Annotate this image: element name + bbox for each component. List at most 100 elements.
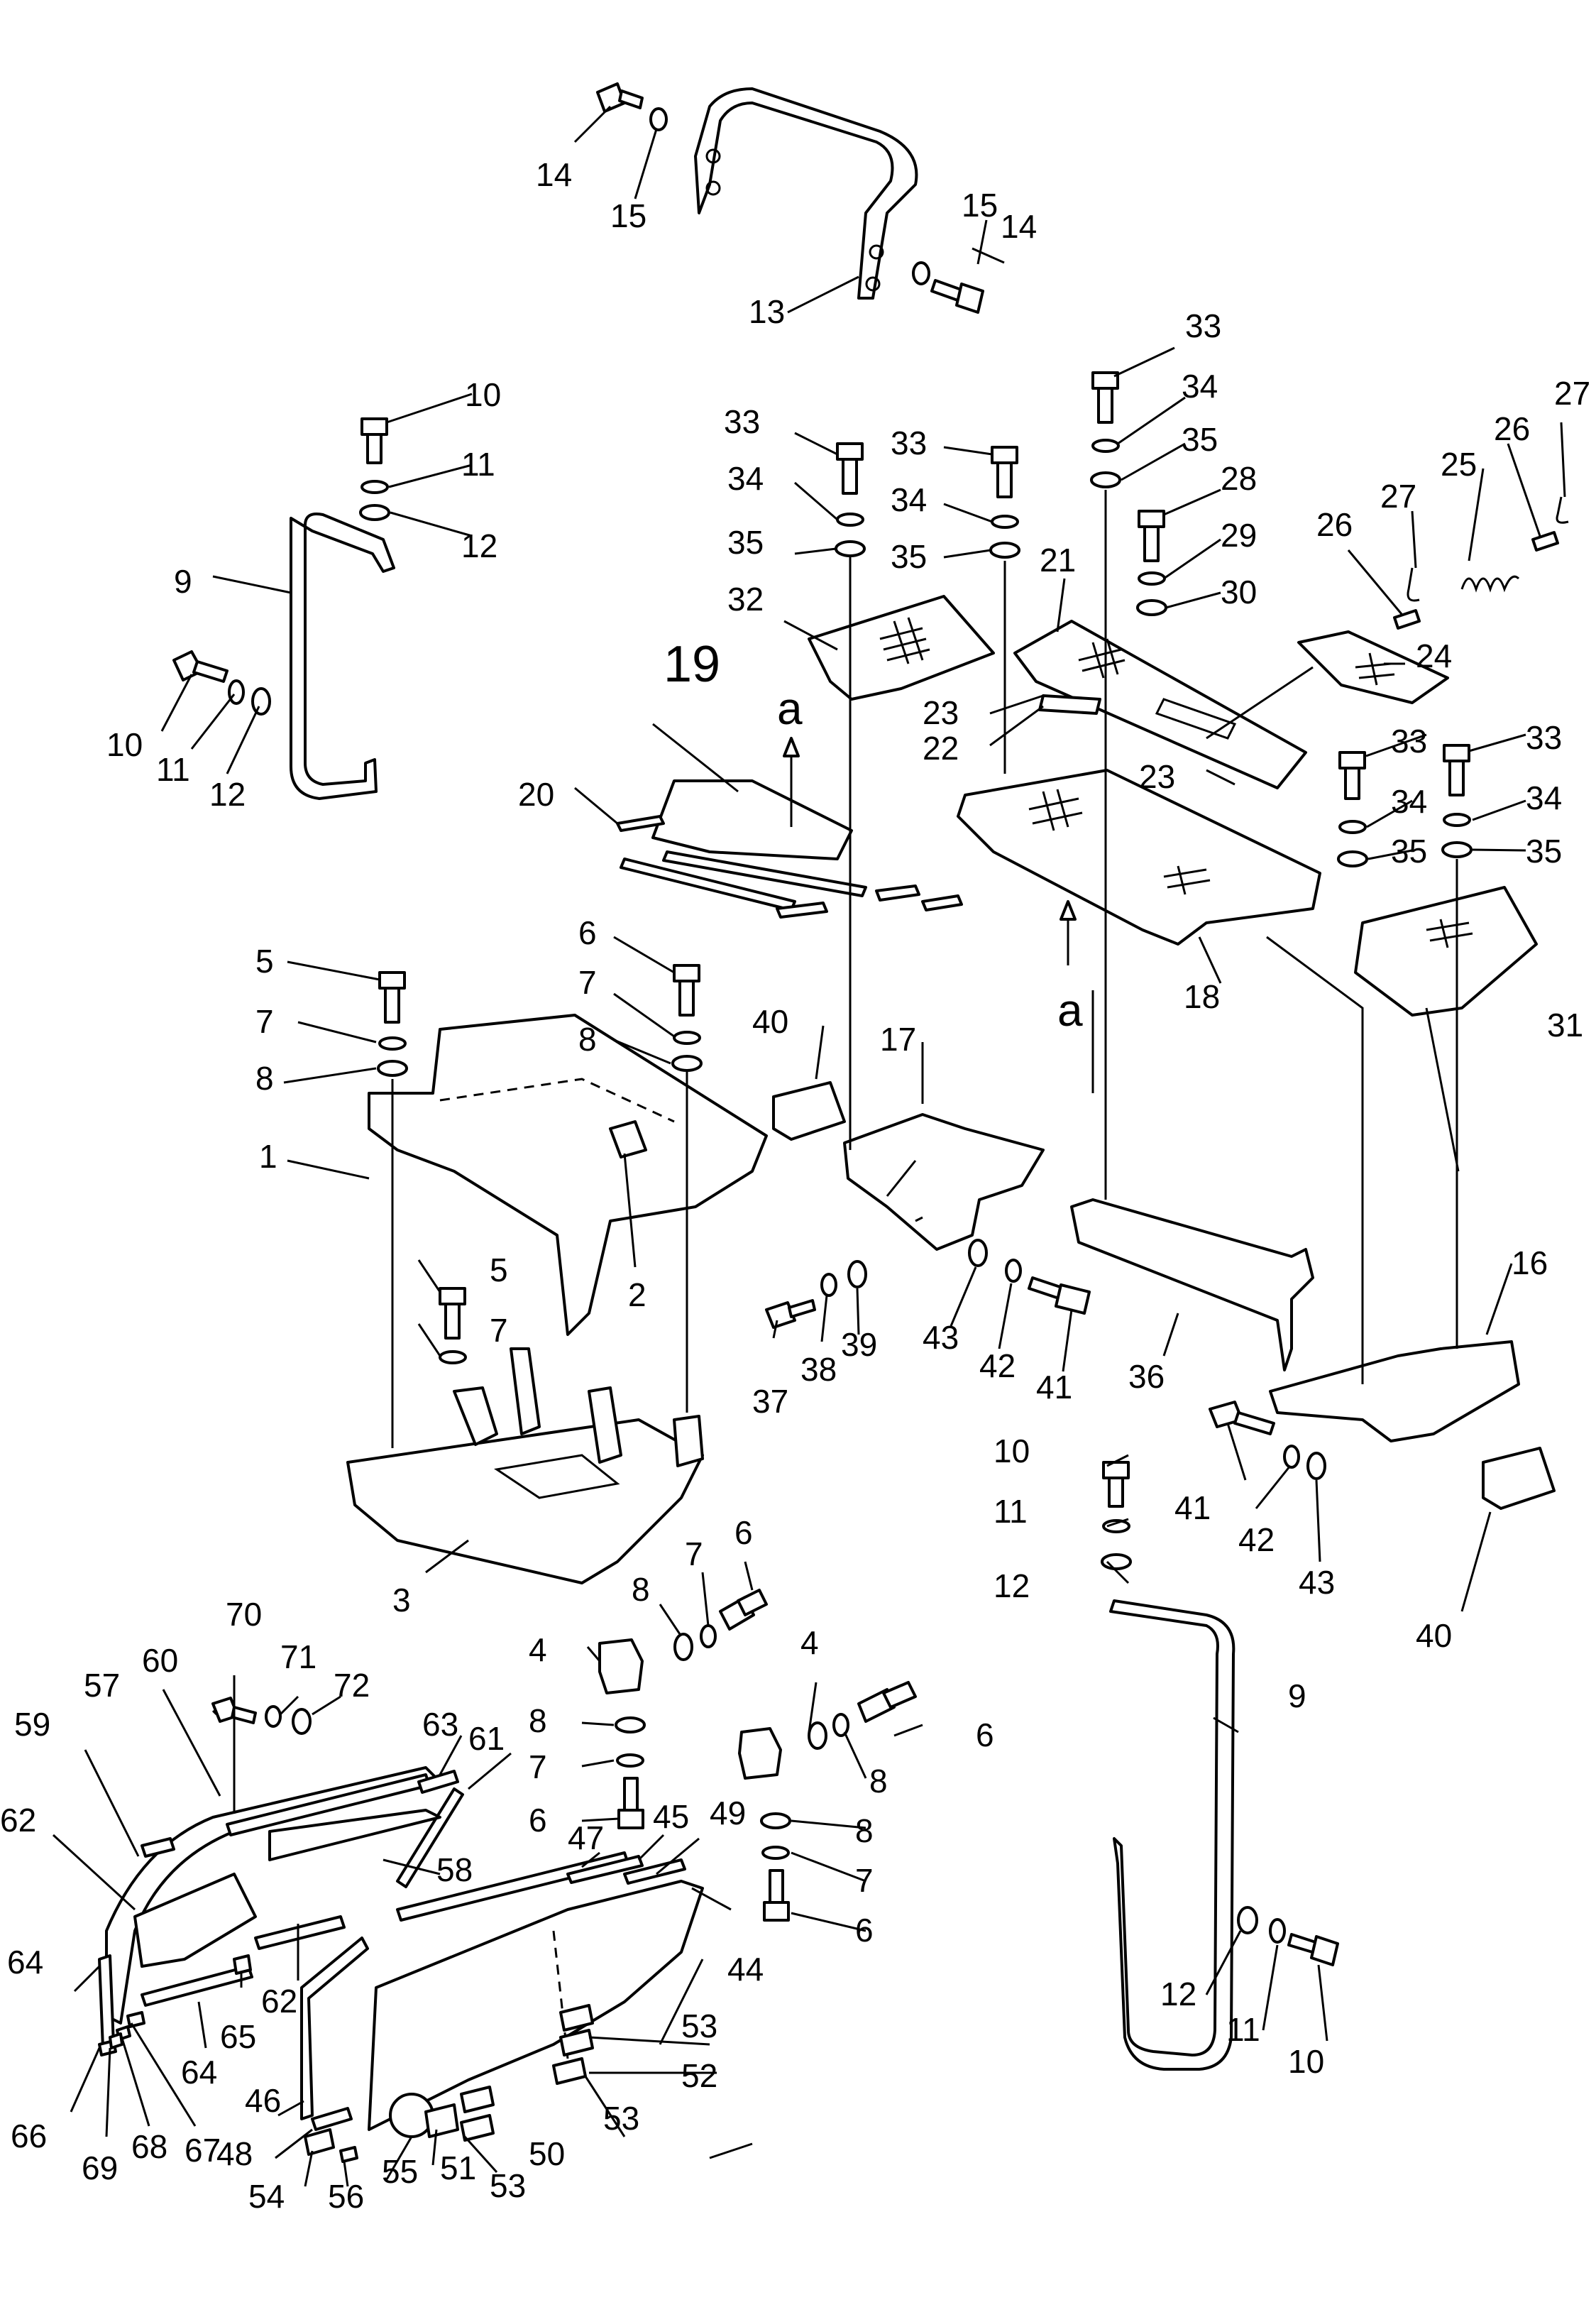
callout-13: 13	[749, 293, 785, 330]
bolt-5-lower	[439, 1287, 466, 1340]
callout-60: 60	[142, 1642, 178, 1679]
clip-53-b	[552, 2057, 587, 2085]
bolt-5-upper	[378, 971, 406, 1024]
callout-72: 72	[334, 1667, 370, 1704]
spring-25	[1460, 575, 1520, 593]
callout-31: 31	[1547, 1007, 1583, 1044]
washer-7-upper-right	[673, 1031, 701, 1045]
callout-8-upper-left: 8	[255, 1060, 274, 1097]
washer-11-side-left	[228, 679, 245, 705]
washer-11-mid-right	[1102, 1519, 1130, 1533]
washer-11-top-left	[361, 480, 389, 494]
washer-12-side-left	[251, 687, 271, 716]
washer-72	[292, 1708, 312, 1735]
callout-30: 30	[1221, 574, 1257, 610]
strip-62-left	[141, 1837, 175, 1858]
callout-64-left: 64	[7, 1944, 43, 1981]
callout-33-a: 33	[724, 403, 760, 440]
callout-62-left: 62	[0, 1802, 36, 1839]
callout-11-mid-right: 11	[994, 1493, 1028, 1530]
callout-33-b: 33	[891, 424, 927, 461]
bolt-33-e	[1443, 744, 1470, 796]
washer-8-mid	[673, 1633, 693, 1661]
pin-26-left	[1393, 609, 1421, 630]
callout-39: 39	[841, 1326, 877, 1363]
callout-11-side-left: 11	[156, 751, 190, 788]
panel-58	[268, 1809, 441, 1861]
callout-6-upper: 6	[578, 914, 597, 951]
callout-6-mid: 6	[734, 1514, 753, 1551]
strip-48	[311, 2107, 353, 2131]
view-arrow-upper: a	[777, 683, 803, 827]
strip-64-right	[141, 1965, 253, 2007]
callout-53-c: 53	[490, 2167, 526, 2204]
bolt-10-bottom-right	[1287, 1933, 1339, 1966]
callout-10-mid-right: 10	[994, 1433, 1030, 1469]
callout-40-right: 40	[1416, 1617, 1452, 1654]
callout-23-lower: 23	[1139, 758, 1175, 795]
lid-24	[1297, 630, 1449, 704]
bolt-6-mid	[719, 1589, 768, 1631]
callout-11-bottom-right: 11	[1226, 2011, 1260, 2048]
pin-27-left	[1407, 567, 1420, 602]
callout-33-d: 33	[1391, 723, 1427, 760]
callout-69: 69	[82, 2149, 118, 2186]
callout-28: 28	[1221, 460, 1257, 497]
leader-lines	[52, 105, 1566, 2187]
washer-29	[1138, 571, 1166, 586]
callout-44: 44	[727, 1951, 764, 1988]
callout-70: 70	[226, 1596, 262, 1633]
callout-56: 56	[328, 2178, 364, 2215]
plate-16	[1269, 1340, 1520, 1442]
callout-27-right: 27	[1554, 375, 1590, 412]
callout-27-left: 27	[1380, 478, 1416, 515]
callout-43-left: 43	[923, 1319, 959, 1356]
washer-34-d	[1338, 820, 1367, 834]
washer-35-d	[1337, 850, 1368, 867]
strip-63	[417, 1770, 459, 1794]
callout-7-lower-left: 7	[490, 1312, 508, 1349]
callout-52: 52	[681, 2057, 717, 2094]
callout-8-right-stack: 8	[855, 1812, 874, 1849]
callout-6-left-stack: 6	[529, 1802, 547, 1839]
clip-53-c	[460, 2114, 495, 2142]
callout-47: 47	[568, 1819, 604, 1856]
callout-19: 19	[664, 636, 720, 693]
callout-40-left: 40	[752, 1003, 788, 1040]
callout-29: 29	[1221, 517, 1257, 554]
callout-12-top-left: 12	[461, 527, 497, 564]
callout-14-right: 14	[1001, 208, 1037, 245]
callout-34-e: 34	[1526, 779, 1562, 816]
view-label-upper: a	[777, 683, 803, 734]
washer-30	[1136, 599, 1167, 616]
strip-46	[300, 1937, 369, 2120]
callout-67: 67	[185, 2132, 221, 2169]
bolt-28	[1138, 510, 1165, 562]
callout-66: 66	[11, 2118, 47, 2154]
washer-7-upper-left	[378, 1036, 407, 1051]
washer-35-c	[1090, 471, 1121, 488]
callout-3: 3	[392, 1582, 411, 1618]
callout-48: 48	[216, 2135, 253, 2172]
callout-8-upper-right: 8	[578, 1021, 597, 1058]
bolt-70	[211, 1697, 257, 1724]
callout-35-e: 35	[1526, 833, 1562, 870]
washer-8-left-stack	[615, 1716, 646, 1733]
clip-67	[126, 2011, 145, 2028]
bolt-6-right-side	[857, 1681, 917, 1723]
washer-71	[265, 1705, 282, 1728]
clip-52	[559, 2029, 594, 2056]
washer-42-left	[1005, 1259, 1022, 1283]
bracket-40-right	[1482, 1447, 1556, 1510]
bolt-10-side-left	[172, 650, 229, 683]
callout-8-mid: 8	[632, 1571, 650, 1608]
callout-16: 16	[1512, 1244, 1548, 1281]
callout-51: 51	[440, 2149, 476, 2186]
callout-36: 36	[1128, 1358, 1165, 1395]
bolt-14-right	[930, 279, 984, 314]
washer-15-right	[912, 261, 930, 285]
crossmember-36	[1070, 1198, 1314, 1371]
cover-32	[808, 595, 995, 701]
cover-21	[1013, 620, 1307, 789]
